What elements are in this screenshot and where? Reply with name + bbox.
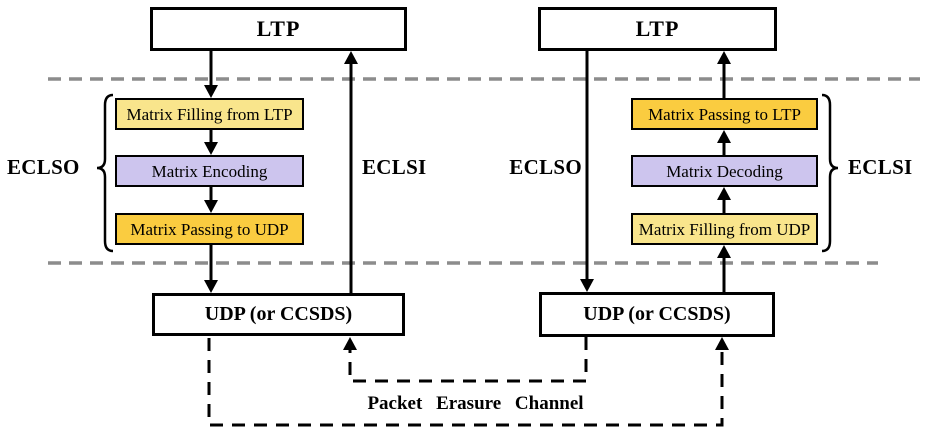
channel-path-left-to-right xyxy=(207,337,729,427)
arrowhead-down-icon xyxy=(580,279,594,292)
step-label: Matrix Filling from LTP xyxy=(126,104,293,124)
step-box-matrix-passing-to-udp: Matrix Passing to UDP xyxy=(115,213,304,245)
arrowhead-down-icon xyxy=(204,280,218,293)
channel-dashed-line xyxy=(348,337,588,383)
ltp-box-right: LTP xyxy=(538,7,777,51)
arrow-filling-to-decoding xyxy=(717,187,731,213)
packet-erasure-channel-label: Packet Erasure Channel xyxy=(367,393,584,414)
arrowhead-up-icon xyxy=(343,337,357,350)
arrow-passing-to-ltp xyxy=(717,51,731,98)
arrow-udp-to-matrix-filling xyxy=(717,245,731,292)
step-label: Matrix Passing to UDP xyxy=(130,219,289,239)
step-box-matrix-filling-from-udp: Matrix Filling from UDP xyxy=(631,213,818,245)
eclsi-return-label: ECLSI xyxy=(362,155,427,179)
step-box-matrix-decoding: Matrix Decoding xyxy=(631,155,818,187)
ltp-box-left: LTP xyxy=(150,7,407,51)
arrowhead-up-icon xyxy=(715,337,729,350)
eclso-send-label: ECLSO xyxy=(509,155,582,179)
arrow-decoding-to-passing xyxy=(717,130,731,155)
ltp-label: LTP xyxy=(635,16,680,41)
arrowhead-down-icon xyxy=(204,85,218,98)
arrow-filling-to-encoding xyxy=(204,130,218,155)
udp-label: UDP (or CCSDS) xyxy=(204,303,353,325)
arrowhead-up-icon xyxy=(717,130,731,143)
eclsi-return-arrow xyxy=(344,51,358,293)
channel-path-right-to-left xyxy=(343,337,588,383)
step-label: Matrix Decoding xyxy=(666,161,783,181)
eclso-brace xyxy=(96,93,114,253)
arrowhead-up-icon xyxy=(717,187,731,200)
arrowhead-up-icon xyxy=(717,51,731,64)
step-label: Matrix Filling from UDP xyxy=(638,219,811,239)
eclsi-brace xyxy=(821,93,839,253)
step-box-matrix-filling-from-ltp: Matrix Filling from LTP xyxy=(115,98,304,130)
arrow-passing-to-udp xyxy=(204,245,218,293)
arrowhead-down-icon xyxy=(204,142,218,155)
udp-box-right: UDP (or CCSDS) xyxy=(539,292,775,337)
step-box-matrix-passing-to-ltp: Matrix Passing to LTP xyxy=(631,98,818,130)
ltp-label: LTP xyxy=(256,16,301,41)
step-box-matrix-encoding: Matrix Encoding xyxy=(115,155,304,187)
udp-label: UDP (or CCSDS) xyxy=(583,303,731,325)
step-label: Matrix Passing to LTP xyxy=(648,104,801,124)
arrow-encoding-to-passing xyxy=(204,187,218,213)
eclso-brace-label: ECLSO xyxy=(7,155,80,179)
arrowhead-down-icon xyxy=(204,200,218,213)
udp-box-left: UDP (or CCSDS) xyxy=(152,293,405,336)
arrowhead-up-icon xyxy=(717,245,731,258)
arrow-ltp-to-matrix-filling xyxy=(204,51,218,98)
arrowhead-up-icon xyxy=(344,51,358,64)
eclso-send-arrow xyxy=(580,51,594,292)
step-label: Matrix Encoding xyxy=(151,161,268,181)
eclsi-brace-label: ECLSI xyxy=(848,155,913,179)
